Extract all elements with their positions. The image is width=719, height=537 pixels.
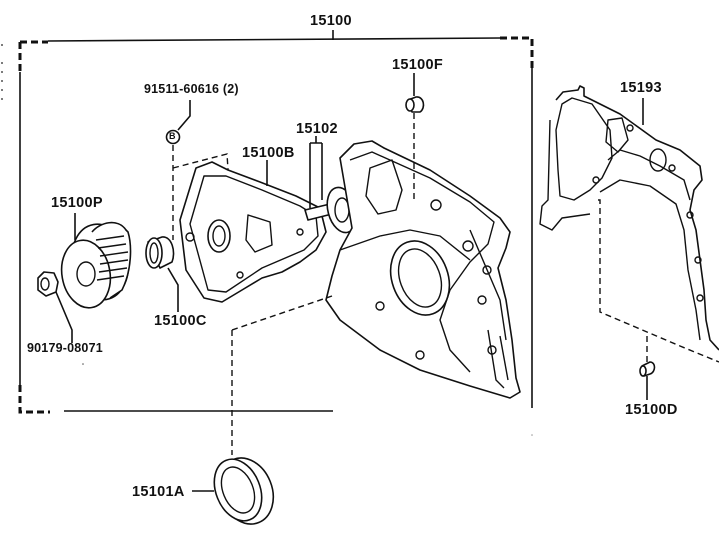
assembly-boundary-box — [18, 30, 534, 414]
label-plug-15100F: 15100F — [392, 57, 443, 73]
margin-ticks — [1, 44, 3, 100]
plug-15100F — [405, 73, 425, 200]
pump-body-15100B — [179, 160, 327, 303]
label-seal-15100C: 15100C — [154, 313, 207, 329]
oil-seal-15101A — [192, 295, 333, 525]
seal-15100C — [145, 236, 179, 312]
label-shaft-15102: 15102 — [296, 121, 338, 137]
pulley-15100P — [60, 213, 132, 309]
nut-90179-08071 — [37, 271, 73, 343]
label-pin-15100D: 15100D — [625, 402, 678, 418]
stray-dot — [82, 363, 84, 365]
label-pulley-15100P: 15100P — [51, 195, 103, 211]
bolt-marker-b — [165, 100, 230, 240]
bolt-marker-letter: B — [169, 131, 176, 141]
label-assembly-15100: 15100 — [310, 13, 352, 29]
timing-cover-housing — [325, 140, 521, 399]
label-gasket-15100B: 15100B — [242, 145, 295, 161]
cover-gasket-15193 — [539, 85, 719, 363]
label-bolt-91511-60616: 91511-60616 (2) — [144, 82, 239, 96]
label-gasket-15193: 15193 — [620, 80, 662, 96]
pin-15100D — [639, 336, 656, 400]
label-nut-90179-08071: 90179-08071 — [27, 341, 103, 355]
label-oil-seal-15101A: 15101A — [132, 484, 185, 500]
stray-dot — [531, 434, 533, 436]
